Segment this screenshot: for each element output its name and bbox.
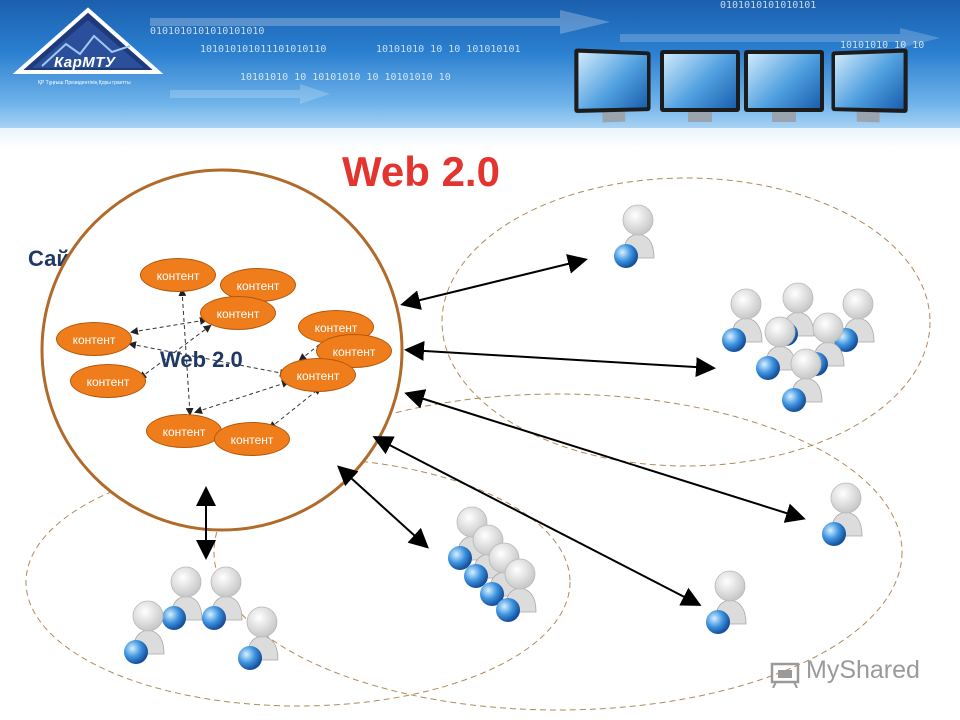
single-user-bottom-right (705, 570, 747, 635)
projector-icon (770, 662, 800, 688)
user-group-top-right (721, 282, 875, 413)
single-user-top (613, 204, 655, 269)
content-node: контент (146, 414, 222, 448)
logo-shape (12, 7, 164, 74)
center-web-label: Web 2.0 (160, 347, 243, 372)
content-links (128, 288, 332, 430)
content-node: контент (56, 322, 132, 356)
user-links (196, 254, 806, 606)
community-ellipse-top-right (441, 177, 931, 467)
binary-row: 10101010 10 10 101010101 (376, 44, 521, 55)
binary-row: 0101010101010101 (720, 0, 817, 11)
watermark-text: MyShared (806, 656, 920, 684)
logo-title: КарМТУ (54, 54, 116, 71)
content-node: контент (280, 358, 356, 392)
content-node: контент (200, 296, 276, 330)
monitor-image (660, 50, 740, 126)
single-user-right (821, 482, 863, 547)
binary-row: 10101010 10 10101010 10 10101010 10 (240, 72, 451, 83)
banner-fade (0, 128, 960, 148)
binary-row: 10101010 10 10 (840, 40, 925, 51)
binary-row: 101010101011101010110 (200, 44, 327, 55)
content-node: контент (214, 422, 290, 456)
monitor-image (744, 50, 824, 126)
user-group-bottom-center (447, 506, 537, 623)
binary-row: 0101010101010101010 (150, 26, 265, 37)
content-node: контент (70, 364, 146, 398)
slide-title: Web 2.0 (342, 148, 500, 195)
content-node: контент (140, 258, 216, 292)
header-banner: 0101010101010101010 10101010101110101011… (0, 0, 960, 148)
karmtu-logo: КарМТУ ҚР Тұңғыш Президентінің Қоры гран… (8, 6, 168, 90)
banner-arrows (150, 10, 940, 104)
logo-subtitle: ҚР Тұңғыш Президентінің Қоры грантты (38, 80, 131, 86)
user-group-bottom-left (123, 566, 279, 671)
